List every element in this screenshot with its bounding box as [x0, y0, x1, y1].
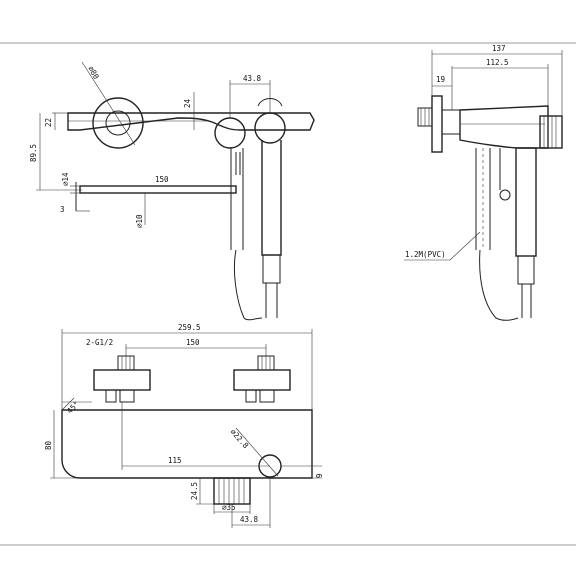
rv-shower [515, 147, 537, 257]
rv-shower-conn [517, 255, 535, 285]
rv-body [459, 105, 549, 149]
bv-left-nut-a [105, 389, 117, 403]
bv-right-nut-b [259, 389, 275, 403]
d22-label: 22 [44, 118, 53, 127]
mixer-body [67, 112, 315, 131]
d43-8-label: 43.8 [243, 74, 262, 83]
rv-nut [441, 109, 461, 135]
bv-d9-label: 9 [315, 473, 324, 478]
side-view: ⌀80 43.8 24 [29, 61, 315, 321]
rv-hose-label: 1.2M(PVC) [405, 250, 446, 259]
d14-label: ⌀14 [61, 172, 70, 186]
bv-right-flange [233, 369, 291, 391]
bv-d22-leader [235, 427, 279, 477]
wall-flange-circle [92, 97, 144, 149]
bv-knurled [213, 477, 251, 505]
bv-thread-label: 2-G1/2 [86, 338, 113, 347]
d150-label: 150 [155, 175, 169, 184]
bv-chamfer [61, 397, 75, 411]
wall-flange-inner [105, 110, 131, 136]
rv-wall-flange [431, 95, 443, 153]
d3-label: 3 [60, 205, 65, 214]
rv-knurled-handle [539, 115, 563, 149]
bv-d24-label: 24.5 [190, 482, 199, 500]
hose-connector [262, 254, 281, 284]
bv-right-nut-a [245, 389, 257, 403]
d10-label: ⌀10 [135, 214, 144, 228]
d80-leader [81, 61, 136, 146]
pipe-150 [79, 185, 237, 194]
rv-hose-curve [479, 249, 519, 321]
rv-lever-knob [499, 189, 511, 201]
d24-label: 24 [183, 98, 192, 108]
shower-handle [261, 140, 282, 256]
bottom-view: 259.5 150 2-G1/2 45° 80 ⌀22.8 115 9 24.5 [44, 323, 324, 528]
rv-d112-label: 112.5 [486, 58, 509, 67]
d89-5-label: 89.5 [29, 144, 38, 162]
bv-d259-label: 259.5 [178, 323, 201, 332]
bv-d80-label: 80 [44, 440, 53, 450]
bv-body [61, 409, 313, 479]
bv-d35-label: ⌀35 [222, 503, 236, 512]
bv-d150-label: 150 [186, 338, 200, 347]
d80-label: ⌀80 [86, 65, 101, 82]
bv-left-flange [93, 369, 151, 391]
bv-d22-label: ⌀22.8 [229, 427, 251, 450]
bv-d43-label: 43.8 [240, 515, 259, 524]
hose-curve [233, 249, 263, 321]
outlet-circle [254, 112, 286, 144]
handle-circle [214, 117, 246, 149]
rv-hose-leader-d [449, 231, 481, 261]
right-view: 137 112.5 19 1.2M(PVC) [404, 44, 563, 321]
rv-d137-label: 137 [492, 44, 506, 53]
bv-d115-label: 115 [168, 456, 182, 465]
rv-d19-label: 19 [436, 75, 445, 84]
bv-left-nut-b [119, 389, 135, 403]
